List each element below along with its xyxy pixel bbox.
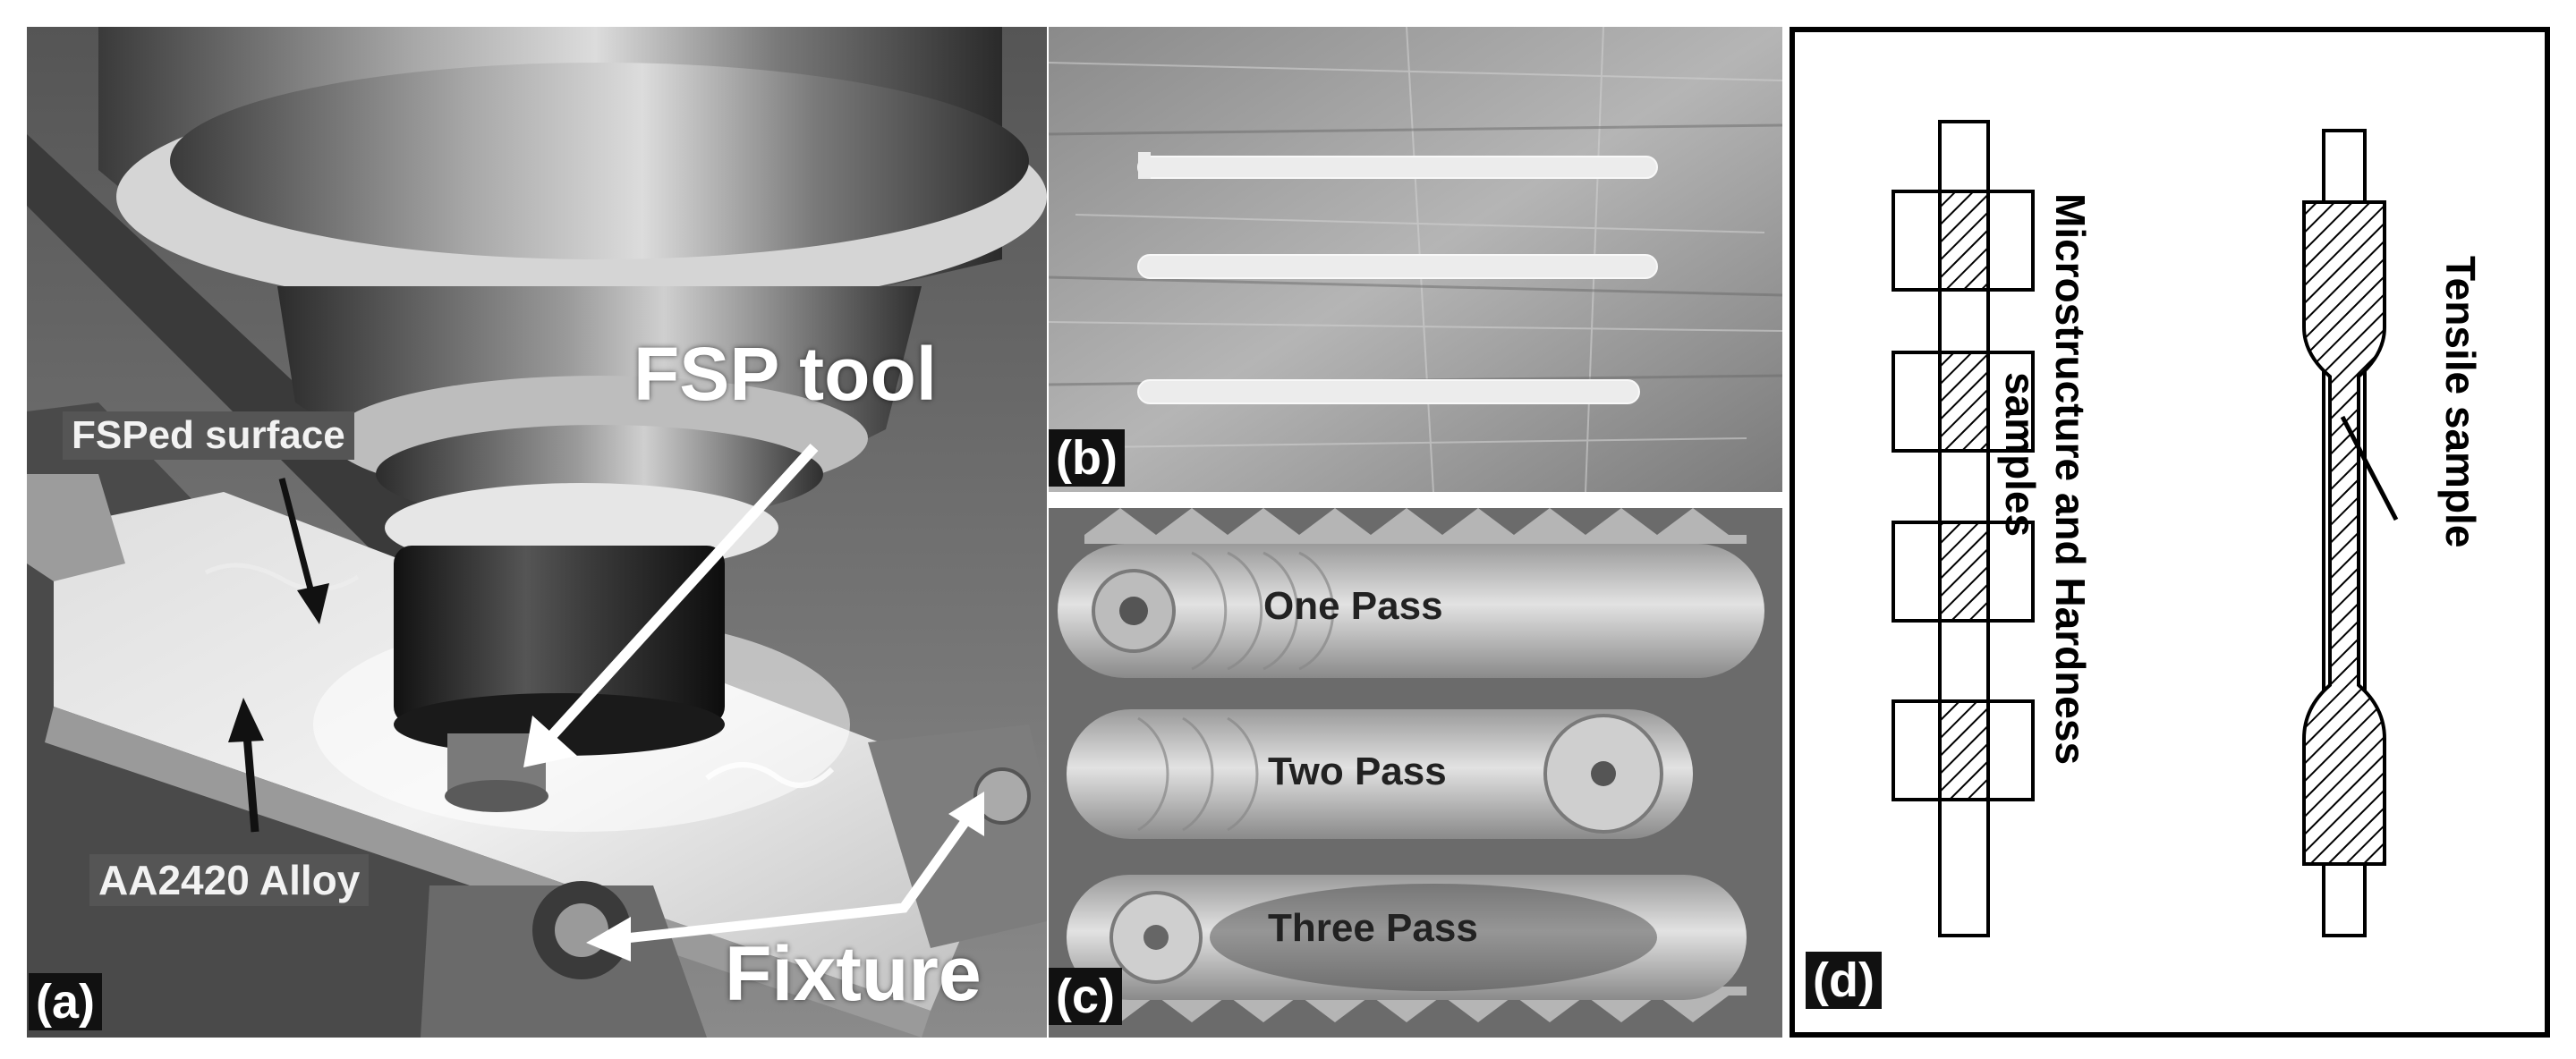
- fsp-tracks-photo: [1049, 27, 1782, 492]
- pass-comparison-photo: [1049, 508, 1782, 1038]
- panel-a-photo: FSP tool FSPed surface AA2420 Alloy Fixt…: [27, 27, 1047, 1038]
- one-pass-label: One Pass: [1263, 584, 1443, 628]
- panel-c-tag: (c): [1049, 968, 1122, 1025]
- microstructure-hardness-samples: [1892, 120, 2035, 937]
- panel-c-photo: One Pass Two Pass Three Pass (c): [1049, 508, 1782, 1038]
- alloy-arrow: [228, 698, 264, 833]
- tensile-specimen: [2302, 129, 2386, 937]
- tensile-leader-line: [2340, 415, 2399, 521]
- panel-d-schematic: Microstructure and Hardness samples Tens…: [1790, 27, 2550, 1038]
- panel-d-tag: (d): [1806, 952, 1882, 1009]
- panel-b-photo: (b): [1049, 27, 1782, 492]
- fsp-tool-arrow: [523, 443, 819, 767]
- panel-b-tag: (b): [1049, 429, 1125, 487]
- processed-tracks: [1137, 156, 1658, 404]
- fsped-surface-label: FSPed surface: [63, 411, 354, 460]
- fixture-arrows: [586, 792, 984, 962]
- fsped-surface-arrow: [278, 478, 329, 624]
- fixture-label: Fixture: [725, 931, 982, 1017]
- three-pass-label: Three Pass: [1268, 906, 1478, 950]
- fsp-tool-label: FSP tool: [633, 332, 938, 416]
- sample-layout-diagram: [1892, 120, 2399, 937]
- tensile-sample-label: Tensile sample: [2437, 256, 2484, 548]
- alloy-label: AA2420 Alloy: [89, 854, 370, 906]
- microstructure-label: Microstructure and Hardness samples: [1997, 193, 2094, 766]
- two-pass-label: Two Pass: [1268, 750, 1447, 793]
- panel-a-tag: (a): [29, 973, 102, 1030]
